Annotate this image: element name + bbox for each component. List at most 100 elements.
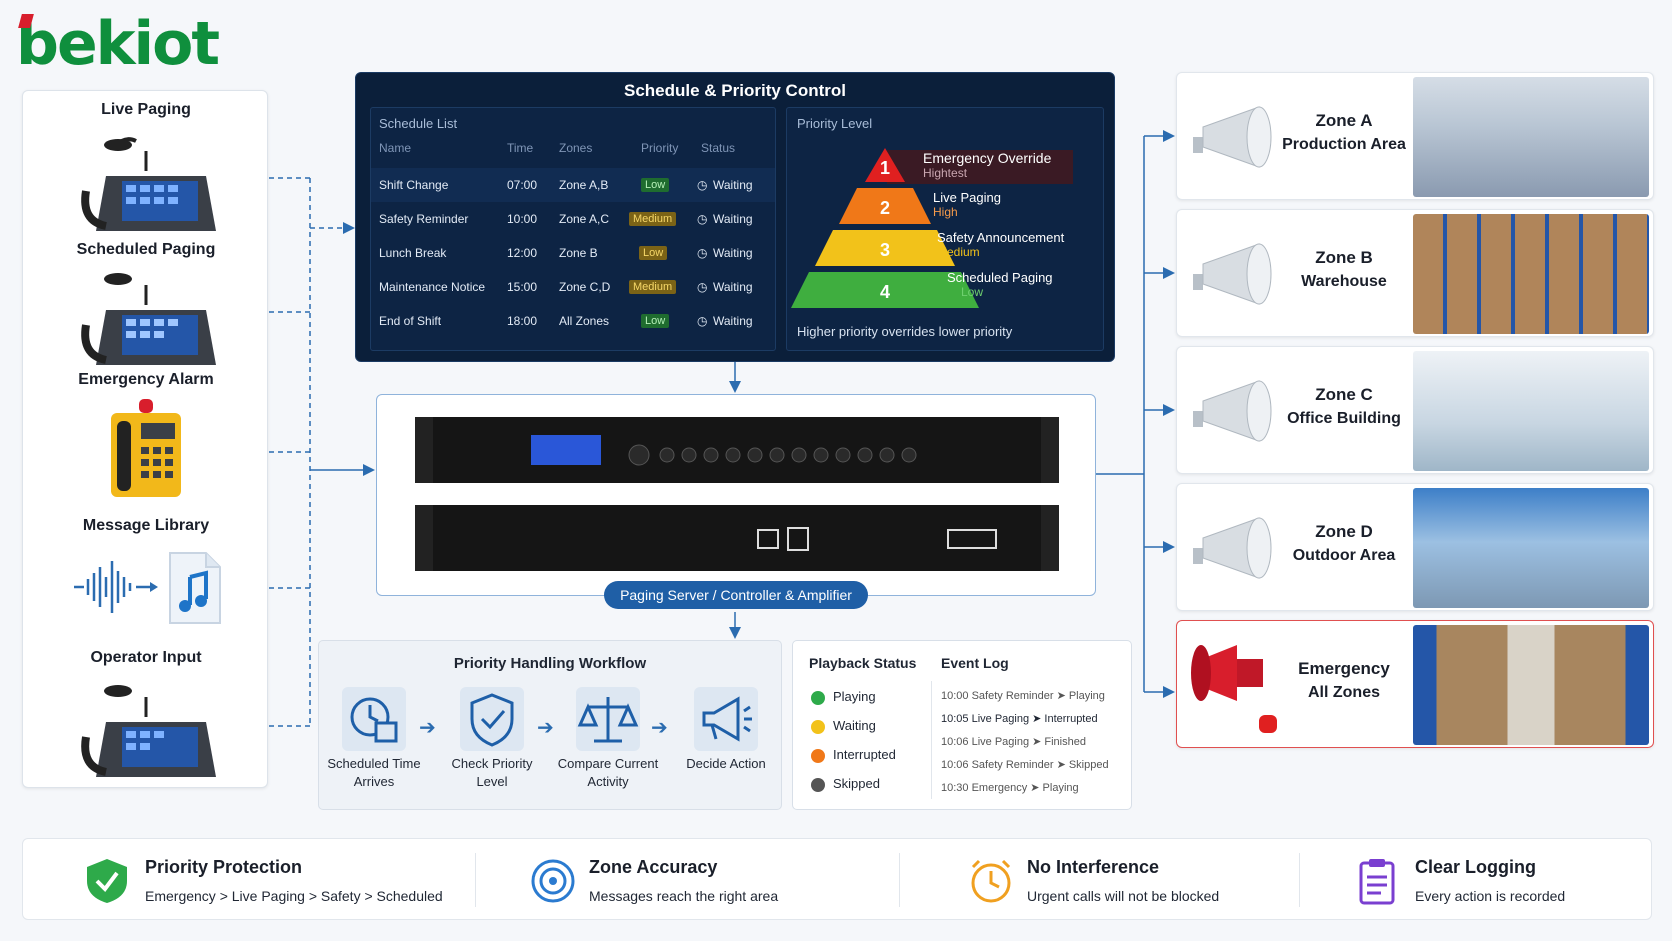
priority-level: Medium bbox=[937, 245, 980, 259]
priority-item-1: Emergency Override Hightest bbox=[923, 150, 1051, 180]
status-skipped: Skipped bbox=[811, 776, 880, 792]
source-scheduled-paging[interactable]: Scheduled Paging bbox=[23, 241, 269, 365]
source-emergency-alarm[interactable]: Emergency Alarm bbox=[23, 371, 269, 497]
rj45-ports bbox=[947, 529, 997, 549]
priority-level: High bbox=[933, 205, 958, 219]
schedule-list-title: Schedule List bbox=[379, 116, 458, 131]
lcd-display bbox=[531, 435, 601, 465]
source-operator-input[interactable]: Operator Input bbox=[23, 649, 269, 777]
table-row[interactable]: Maintenance Notice 15:00 Zone C,D Medium… bbox=[371, 270, 775, 304]
priority-name: Safety Announcement bbox=[937, 230, 1065, 245]
row-zones: Zone B bbox=[559, 246, 598, 260]
source-message-library[interactable]: Message Library bbox=[23, 517, 269, 624]
source-label: Scheduled Paging bbox=[76, 241, 216, 258]
amplifier-unit bbox=[415, 505, 1059, 571]
table-row[interactable]: End of Shift 18:00 All Zones Low ◷ Waiti… bbox=[371, 304, 775, 338]
workflow-title: Priority Handling Workflow bbox=[453, 655, 647, 672]
column-header: Zones bbox=[559, 141, 593, 155]
table-row[interactable]: Shift Change 07:00 Zone A,B Low ◷ Waitin… bbox=[371, 168, 775, 202]
priority-level: Hightest bbox=[923, 166, 968, 180]
eventlog-title: Event Log bbox=[941, 655, 1009, 671]
priority-name: Emergency Override bbox=[923, 150, 1052, 166]
panel-title: Schedule & Priority Control bbox=[624, 81, 846, 100]
event-entry: 10:00 Safety Reminder ➤ Playing bbox=[941, 690, 1105, 702]
clock-icon: ◷ bbox=[697, 212, 708, 226]
scale-icon bbox=[576, 687, 640, 751]
desk-phone-icon bbox=[81, 273, 216, 365]
arrow-right-icon: ➔ bbox=[419, 717, 436, 739]
source-label: Live Paging bbox=[101, 101, 191, 118]
horn-speaker-icon bbox=[1193, 106, 1272, 168]
row-name: End of Shift bbox=[379, 314, 442, 328]
knobs-panel bbox=[628, 444, 917, 466]
source-live-paging[interactable]: Live Paging bbox=[23, 101, 269, 231]
warehouse-aisle-image bbox=[1413, 625, 1649, 745]
svg-text:2: 2 bbox=[880, 198, 890, 218]
arrow-right-icon: ➔ bbox=[651, 717, 668, 739]
priority-workflow-panel: Priority Handling Workflow Scheduled Tim… bbox=[318, 640, 782, 810]
arrow-right-icon: ➔ bbox=[537, 717, 554, 739]
priority-badge: Medium bbox=[629, 280, 677, 294]
input-sources-panel: Live Paging Scheduled Paging Emergency A… bbox=[22, 90, 268, 788]
desk-phone-icon bbox=[81, 685, 216, 777]
clock-icon: ◷ bbox=[697, 246, 708, 260]
row-zones: All Zones bbox=[559, 314, 610, 328]
table-row[interactable]: Safety Reminder 10:00 Zone A,C Medium ◷ … bbox=[371, 202, 775, 236]
row-name: Lunch Break bbox=[379, 246, 447, 260]
paging-server-panel bbox=[376, 394, 1096, 596]
row-status: Waiting bbox=[713, 178, 753, 192]
row-time: 18:00 bbox=[507, 314, 538, 328]
status-log-panel: Playback Status Event Log Playing Waitin… bbox=[792, 640, 1132, 810]
horn-speaker-icon bbox=[1193, 517, 1272, 579]
workflow-step: Compare Current Activity bbox=[555, 687, 661, 791]
pyramid-level-4 bbox=[791, 272, 979, 308]
row-status: Waiting bbox=[713, 314, 753, 328]
row-name: Maintenance Notice bbox=[379, 280, 486, 294]
row-zones: Zone C,D bbox=[559, 280, 611, 294]
alarm-clock-icon bbox=[971, 859, 1011, 903]
server-label: Paging Server / Controller & Amplifier bbox=[604, 581, 868, 609]
step-label: Decide Action bbox=[686, 756, 766, 771]
usb-port bbox=[787, 527, 809, 551]
priority-note: Higher priority overrides lower priority bbox=[797, 324, 1013, 339]
warehouse-image bbox=[1413, 214, 1649, 334]
office-image bbox=[1413, 351, 1649, 471]
row-status: Waiting bbox=[713, 246, 753, 260]
status-dot bbox=[811, 748, 825, 763]
pyramid-level-1 bbox=[865, 148, 905, 182]
source-label: Emergency Alarm bbox=[78, 371, 214, 388]
clock-icon: ◷ bbox=[697, 280, 708, 294]
status-dot bbox=[811, 777, 825, 792]
ethernet-port bbox=[757, 529, 779, 549]
horn-speaker-icon bbox=[1193, 380, 1272, 442]
column-header: Priority bbox=[641, 141, 679, 155]
calendar-clock-icon bbox=[342, 687, 406, 751]
row-status: Waiting bbox=[713, 212, 753, 226]
source-label: Message Library bbox=[82, 517, 210, 534]
schedule-list: Schedule List Name Time Zones Priority S… bbox=[370, 107, 776, 351]
priority-name: Scheduled Paging bbox=[947, 270, 1053, 285]
megaphone-icon bbox=[694, 687, 758, 751]
priority-badge: Low bbox=[639, 246, 668, 260]
clipboard-icon bbox=[1359, 859, 1395, 905]
table-row[interactable]: Lunch Break 12:00 Zone B Low ◷ Waiting bbox=[371, 236, 775, 270]
target-icon bbox=[531, 859, 575, 903]
row-time: 10:00 bbox=[507, 212, 538, 226]
clock-icon: ◷ bbox=[697, 314, 708, 328]
clock-icon: ◷ bbox=[697, 178, 708, 192]
pyramid-level-3 bbox=[815, 230, 955, 266]
status-waiting: Waiting bbox=[811, 718, 876, 734]
priority-pyramid: 1 2 3 4 bbox=[791, 148, 1073, 308]
row-name: Shift Change bbox=[379, 178, 449, 192]
column-header: Status bbox=[701, 141, 736, 155]
column-header: Time bbox=[507, 141, 534, 155]
